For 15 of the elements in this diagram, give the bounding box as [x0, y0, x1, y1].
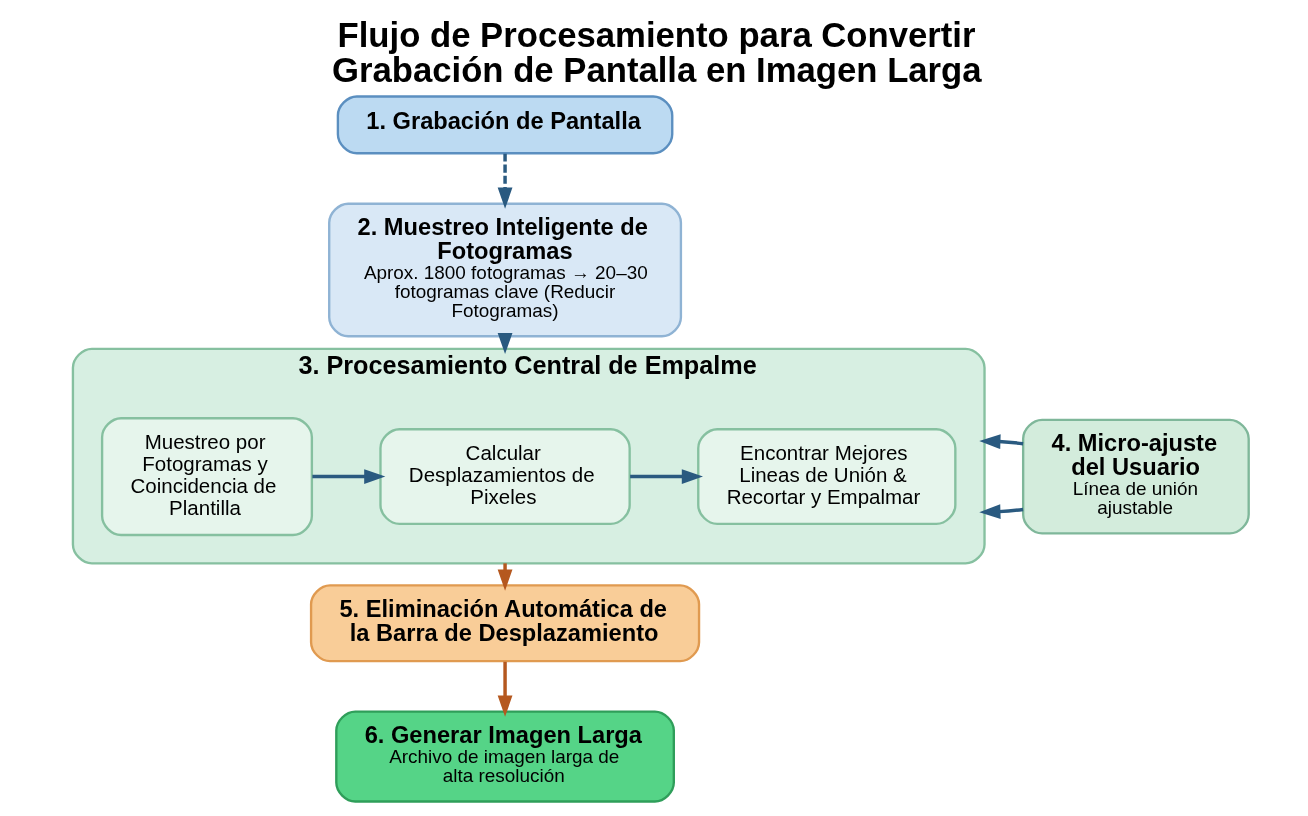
node-box: 4. Micro-ajuste del Usuario Línea de unión ajustable	[1021, 418, 1250, 535]
diagram-title: Flujo de Procesamiento para Convertir Grabación de Pantalla en Imagen Larga	[331, 15, 982, 89]
arrow	[629, 469, 703, 484]
arrow	[978, 434, 1023, 450]
arrow	[311, 469, 385, 484]
arrow	[497, 153, 512, 209]
arrow	[978, 504, 1023, 519]
arrow	[497, 661, 512, 717]
node-box: 1. Grabación de Pantalla	[336, 95, 673, 155]
arrow	[497, 332, 512, 355]
node-box: 6. Generar Imagen Larga Archivo de imagen larga de alta resolución	[334, 710, 675, 803]
node-box: 5. Eliminación Automática de la Barra de Desplazamiento	[309, 584, 700, 663]
node-box: Encontrar Mejores Lineas de Unión & Recortar y Empalmar	[696, 428, 957, 526]
node-box: Calcular Desplazamientos de Pixeles	[378, 428, 631, 526]
node-box: Muestreo por Fotogramas y Coincidencia de Plantilla	[100, 417, 313, 537]
